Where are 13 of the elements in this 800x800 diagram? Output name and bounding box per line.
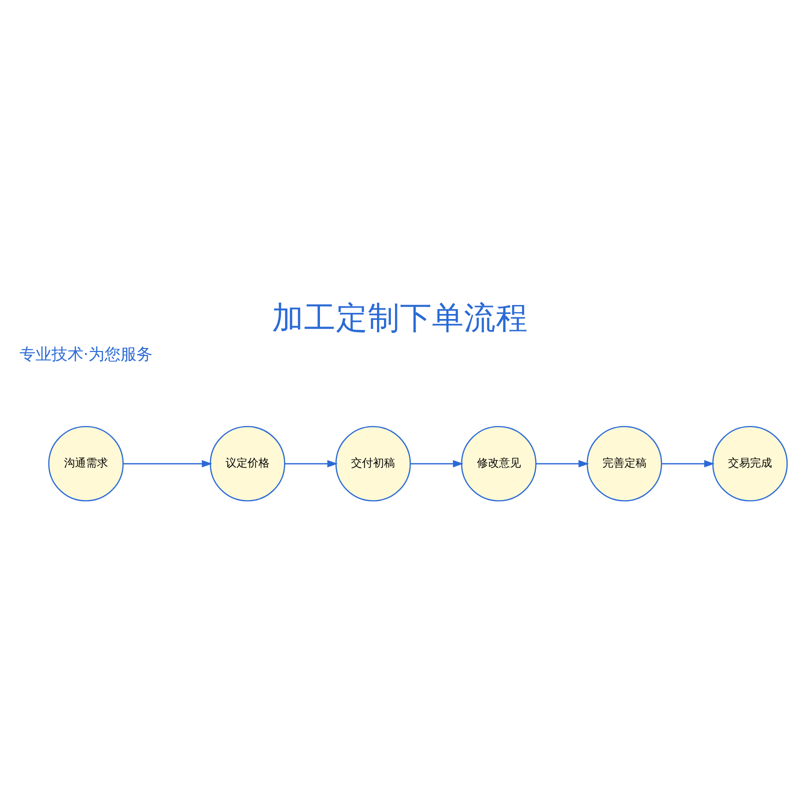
node-circle: 议定价格 <box>210 425 286 501</box>
arrow <box>410 460 464 467</box>
node-circle: 交易完成 <box>712 425 788 501</box>
label: 专业技术·为您服务 <box>19 344 152 363</box>
arrow <box>284 460 338 467</box>
node-circle: 修改意见 <box>461 425 536 501</box>
diagram-title: 加工定制下单流程 <box>272 300 528 336</box>
node-circle: 交付初稿 <box>335 425 411 501</box>
node-circle: 完善定稿 <box>586 425 662 501</box>
arrow <box>123 460 212 467</box>
arrow <box>662 460 715 467</box>
arrow <box>536 460 589 467</box>
node-circle: 沟通需求 <box>48 425 124 501</box>
